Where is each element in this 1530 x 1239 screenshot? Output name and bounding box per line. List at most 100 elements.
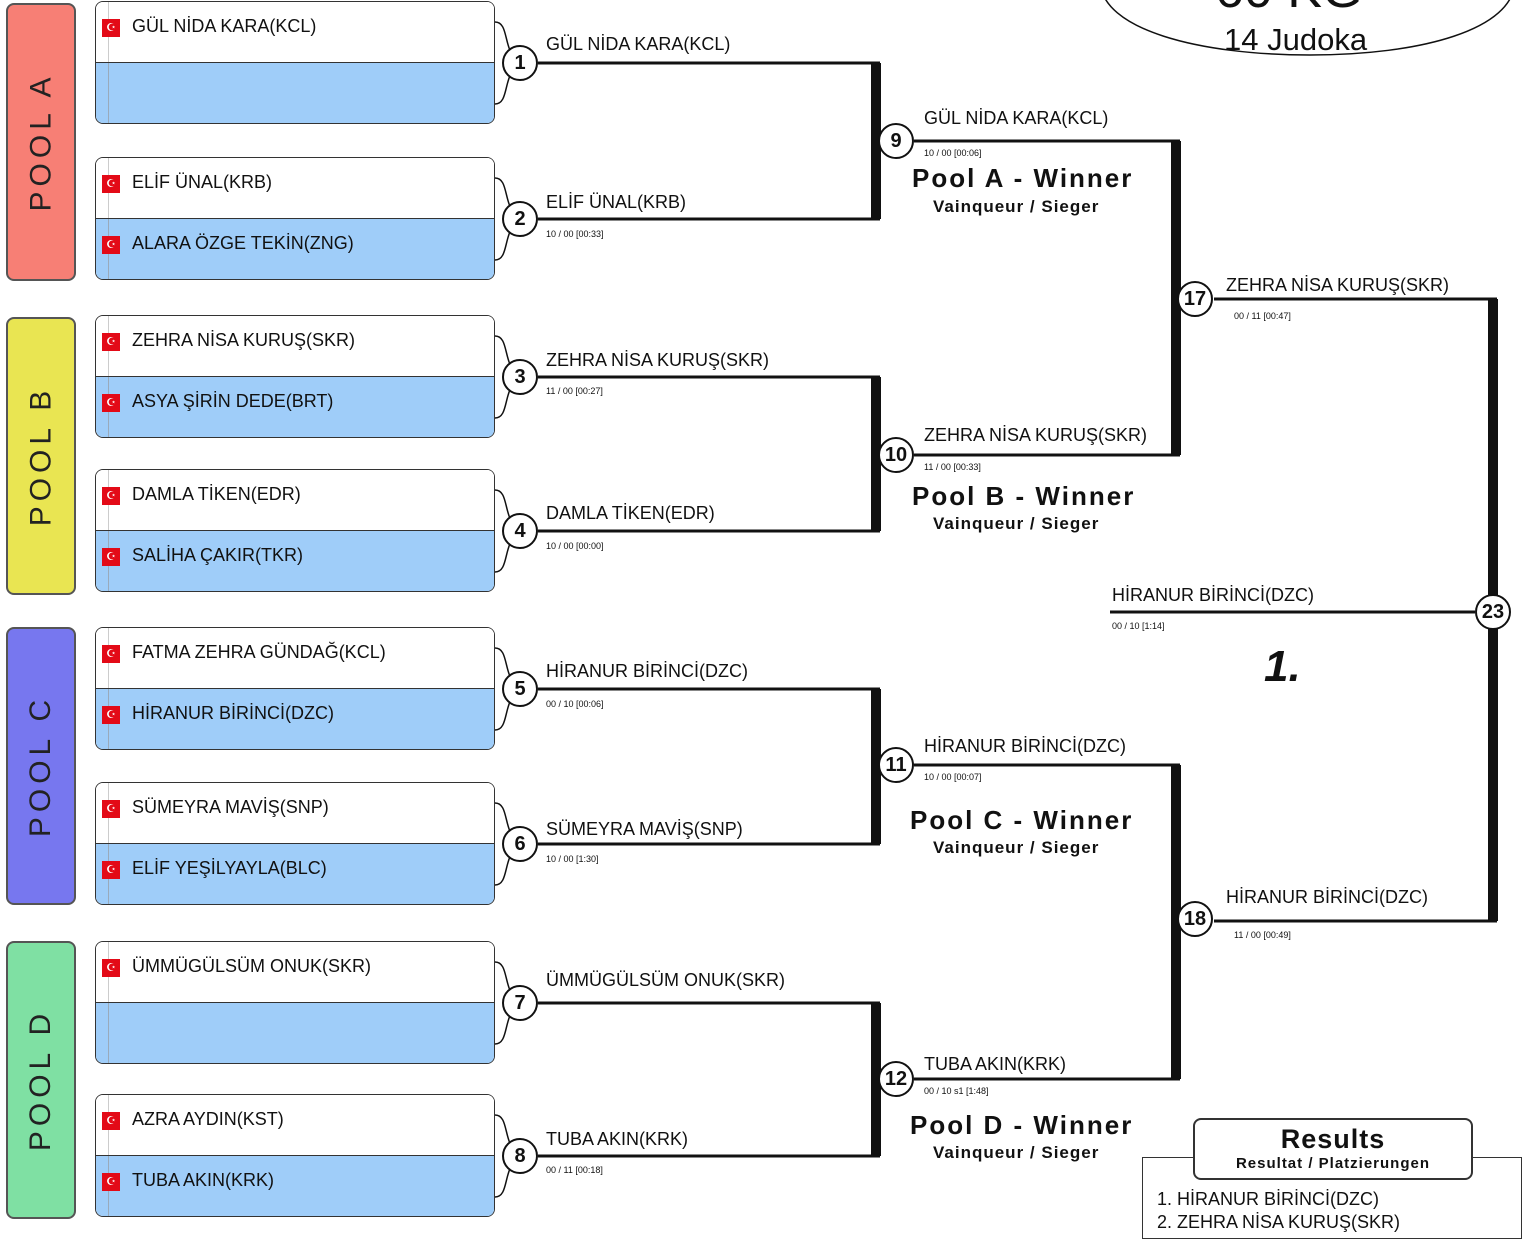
match-winner-10: ZEHRA NİSA KURUŞ(SKR) [924, 425, 1148, 445]
match-number-11: 11 [878, 747, 914, 783]
results-title: Results [1280, 1124, 1386, 1154]
weight-class-title: 60 KG [1215, 0, 1362, 20]
competitor-name: ZEHRA NİSA KURUŞ(SKR) [132, 330, 356, 350]
entry-pair-4: ☪ DAMLA TİKEN(EDR) ☪ SALİHA ÇAKIR(TKR) [95, 469, 495, 592]
match-number-5: 5 [502, 671, 538, 707]
pool-c-winner-title: Pool C - Winner [910, 805, 1134, 835]
match-winner-7: ÜMMÜGÜLSÜM ONUK(SKR) [546, 970, 786, 990]
match-score-18: 11 / 00 [00:49] [1234, 930, 1291, 940]
competitor-name: ELİF ÜNAL(KRB) [132, 172, 273, 192]
match-number-2: 2 [502, 201, 538, 237]
competitor-name: AZRA AYDIN(KST) [132, 1109, 284, 1129]
match-winner-8: TUBA AKIN(KRK) [546, 1129, 689, 1149]
match-score-3: 11 / 00 [00:27] [546, 386, 603, 396]
flag-icon: ☪ [102, 1112, 120, 1130]
match-winner-9: GÜL NİDA KARA(KCL) [924, 108, 1109, 128]
entry-pair-1: ☪ GÜL NİDA KARA(KCL) [95, 1, 495, 124]
match-number-12: 12 [878, 1061, 914, 1097]
competitor-name: DAMLA TİKEN(EDR) [132, 484, 301, 504]
match-winner-5: HİRANUR BİRİNCİ(DZC) [546, 661, 748, 681]
pool-b-winner-subtitle: Vainqueur / Sieger [933, 514, 1100, 533]
match-number-7: 7 [502, 985, 538, 1021]
flag-icon: ☪ [102, 1173, 120, 1191]
match-winner-12: TUBA AKIN(KRK) [924, 1054, 1067, 1074]
flag-icon: ☪ [102, 645, 120, 663]
entry-pair-6: ☪ SÜMEYRA MAVİŞ(SNP) ☪ ELİF YEŞİLYAYLA(BLC… [95, 782, 495, 905]
competitor-name: FATMA ZEHRA GÜNDAĞ(KCL) [132, 642, 386, 662]
result-line-1: 1. HİRANUR BİRİNCİ(DZC) [1157, 1189, 1380, 1209]
pool-d-label: POOL D [6, 941, 76, 1219]
entry-pair-2: ☪ ELİF ÜNAL(KRB) ☪ ALARA ÖZGE TEKİN(ZNG) [95, 157, 495, 280]
match-number-9: 9 [878, 123, 914, 159]
match-score-6: 10 / 00 [1:30] [546, 854, 599, 864]
flag-icon: ☪ [102, 19, 120, 37]
match-score-10: 11 / 00 [00:33] [924, 462, 981, 472]
entry-pair-7: ☪ÜMMÜGÜLSÜM ONUK(SKR) [95, 941, 495, 1064]
first-place-marker: 1. [1264, 642, 1301, 691]
match-number-8: 8 [502, 1138, 538, 1174]
competitor-name: GÜL NİDA KARA(KCL) [132, 16, 317, 36]
final-score: 00 / 10 [1:14] [1112, 621, 1165, 631]
match-score-17: 00 / 11 [00:47] [1234, 311, 1291, 321]
entry-pair-3: ☪ ZEHRA NİSA KURUŞ(SKR) ☪ ASYA ŞİRİN DEDE(… [95, 315, 495, 438]
match-winner-4: DAMLA TİKEN(EDR) [546, 503, 715, 523]
final-winner: HİRANUR BİRİNCİ(DZC) [1112, 585, 1314, 605]
flag-icon: ☪ [102, 175, 120, 193]
flag-icon: ☪ [102, 333, 120, 351]
judoka-count: 14 Judoka [1224, 22, 1368, 57]
competitor-name: TUBA AKIN(KRK) [132, 1170, 275, 1190]
pool-b-winner-title: Pool B - Winner [912, 481, 1136, 511]
match-winner-3: ZEHRA NİSA KURUŞ(SKR) [546, 350, 770, 370]
match-number-17: 17 [1177, 281, 1213, 317]
flag-icon: ☪ [102, 706, 120, 724]
match-score-12: 00 / 10 s1 [1:48] [924, 1086, 989, 1096]
flag-icon: ☪ [102, 548, 120, 566]
competitor-name: ALARA ÖZGE TEKİN(ZNG) [132, 233, 354, 253]
flag-icon: ☪ [102, 861, 120, 879]
match-number-3: 3 [502, 359, 538, 395]
results-subtitle: Resultat / Platzierungen [1235, 1155, 1431, 1172]
results-header: Results Resultat / Platzierungen [1193, 1118, 1473, 1180]
match-number-18: 18 [1177, 901, 1213, 937]
competitor-name: HİRANUR BİRİNCİ(DZC) [132, 703, 334, 723]
match-score-9: 10 / 00 [00:06] [924, 148, 982, 158]
flag-icon: ☪ [102, 236, 120, 254]
match-score-2: 10 / 00 [00:33] [546, 229, 604, 239]
match-score-4: 10 / 00 [00:00] [546, 541, 604, 551]
pool-c-label: POOL C [6, 627, 76, 905]
match-number-10: 10 [878, 437, 914, 473]
match-score-11: 10 / 00 [00:07] [924, 772, 982, 782]
pool-a-winner-subtitle: Vainqueur / Sieger [933, 197, 1100, 216]
match-winner-11: HİRANUR BİRİNCİ(DZC) [924, 736, 1126, 756]
match-number-23: 23 [1475, 594, 1511, 630]
competitor-name: ELİF YEŞİLYAYLA(BLC) [132, 858, 327, 878]
header-oval [1105, 0, 1510, 56]
flag-icon: ☪ [102, 394, 120, 412]
competitor-name: ASYA ŞİRİN DEDE(BRT) [132, 391, 334, 411]
match-score-5: 00 / 10 [00:06] [546, 699, 604, 709]
match-winner-18: HİRANUR BİRİNCİ(DZC) [1226, 887, 1428, 907]
flag-icon: ☪ [102, 487, 120, 505]
entry-pair-5: ☪ FATMA ZEHRA GÜNDAĞ(KCL) ☪ HİRANUR BİRİNC… [95, 627, 495, 750]
match-score-8: 00 / 11 [00:18] [546, 1165, 603, 1175]
match-winner-1: GÜL NİDA KARA(KCL) [546, 34, 731, 54]
match-number-1: 1 [502, 45, 538, 81]
result-line-2: 2. ZEHRA NİSA KURUŞ(SKR) [1157, 1212, 1401, 1232]
pool-b-label: POOL B [6, 317, 76, 595]
pool-d-winner-title: Pool D - Winner [910, 1110, 1134, 1140]
match-winner-17: ZEHRA NİSA KURUŞ(SKR) [1226, 275, 1450, 295]
match-number-4: 4 [502, 513, 538, 549]
flag-icon: ☪ [102, 800, 120, 818]
entry-pair-8: ☪ AZRA AYDIN(KST) ☪ TUBA AKIN(KRK) [95, 1094, 495, 1217]
competitor-name: SALİHA ÇAKIR(TKR) [132, 545, 304, 565]
pool-d-winner-subtitle: Vainqueur / Sieger [933, 1143, 1100, 1162]
flag-icon: ☪ [102, 959, 120, 977]
competitor-name: SÜMEYRA MAVİŞ(SNP) [132, 797, 329, 817]
match-winner-6: SÜMEYRA MAVİŞ(SNP) [546, 819, 743, 839]
pool-a-winner-title: Pool A - Winner [912, 163, 1134, 193]
pool-c-winner-subtitle: Vainqueur / Sieger [933, 838, 1100, 857]
match-number-6: 6 [502, 826, 538, 862]
match-winner-2: ELİF ÜNAL(KRB) [546, 192, 687, 212]
pool-a-label: POOL A [6, 3, 76, 281]
